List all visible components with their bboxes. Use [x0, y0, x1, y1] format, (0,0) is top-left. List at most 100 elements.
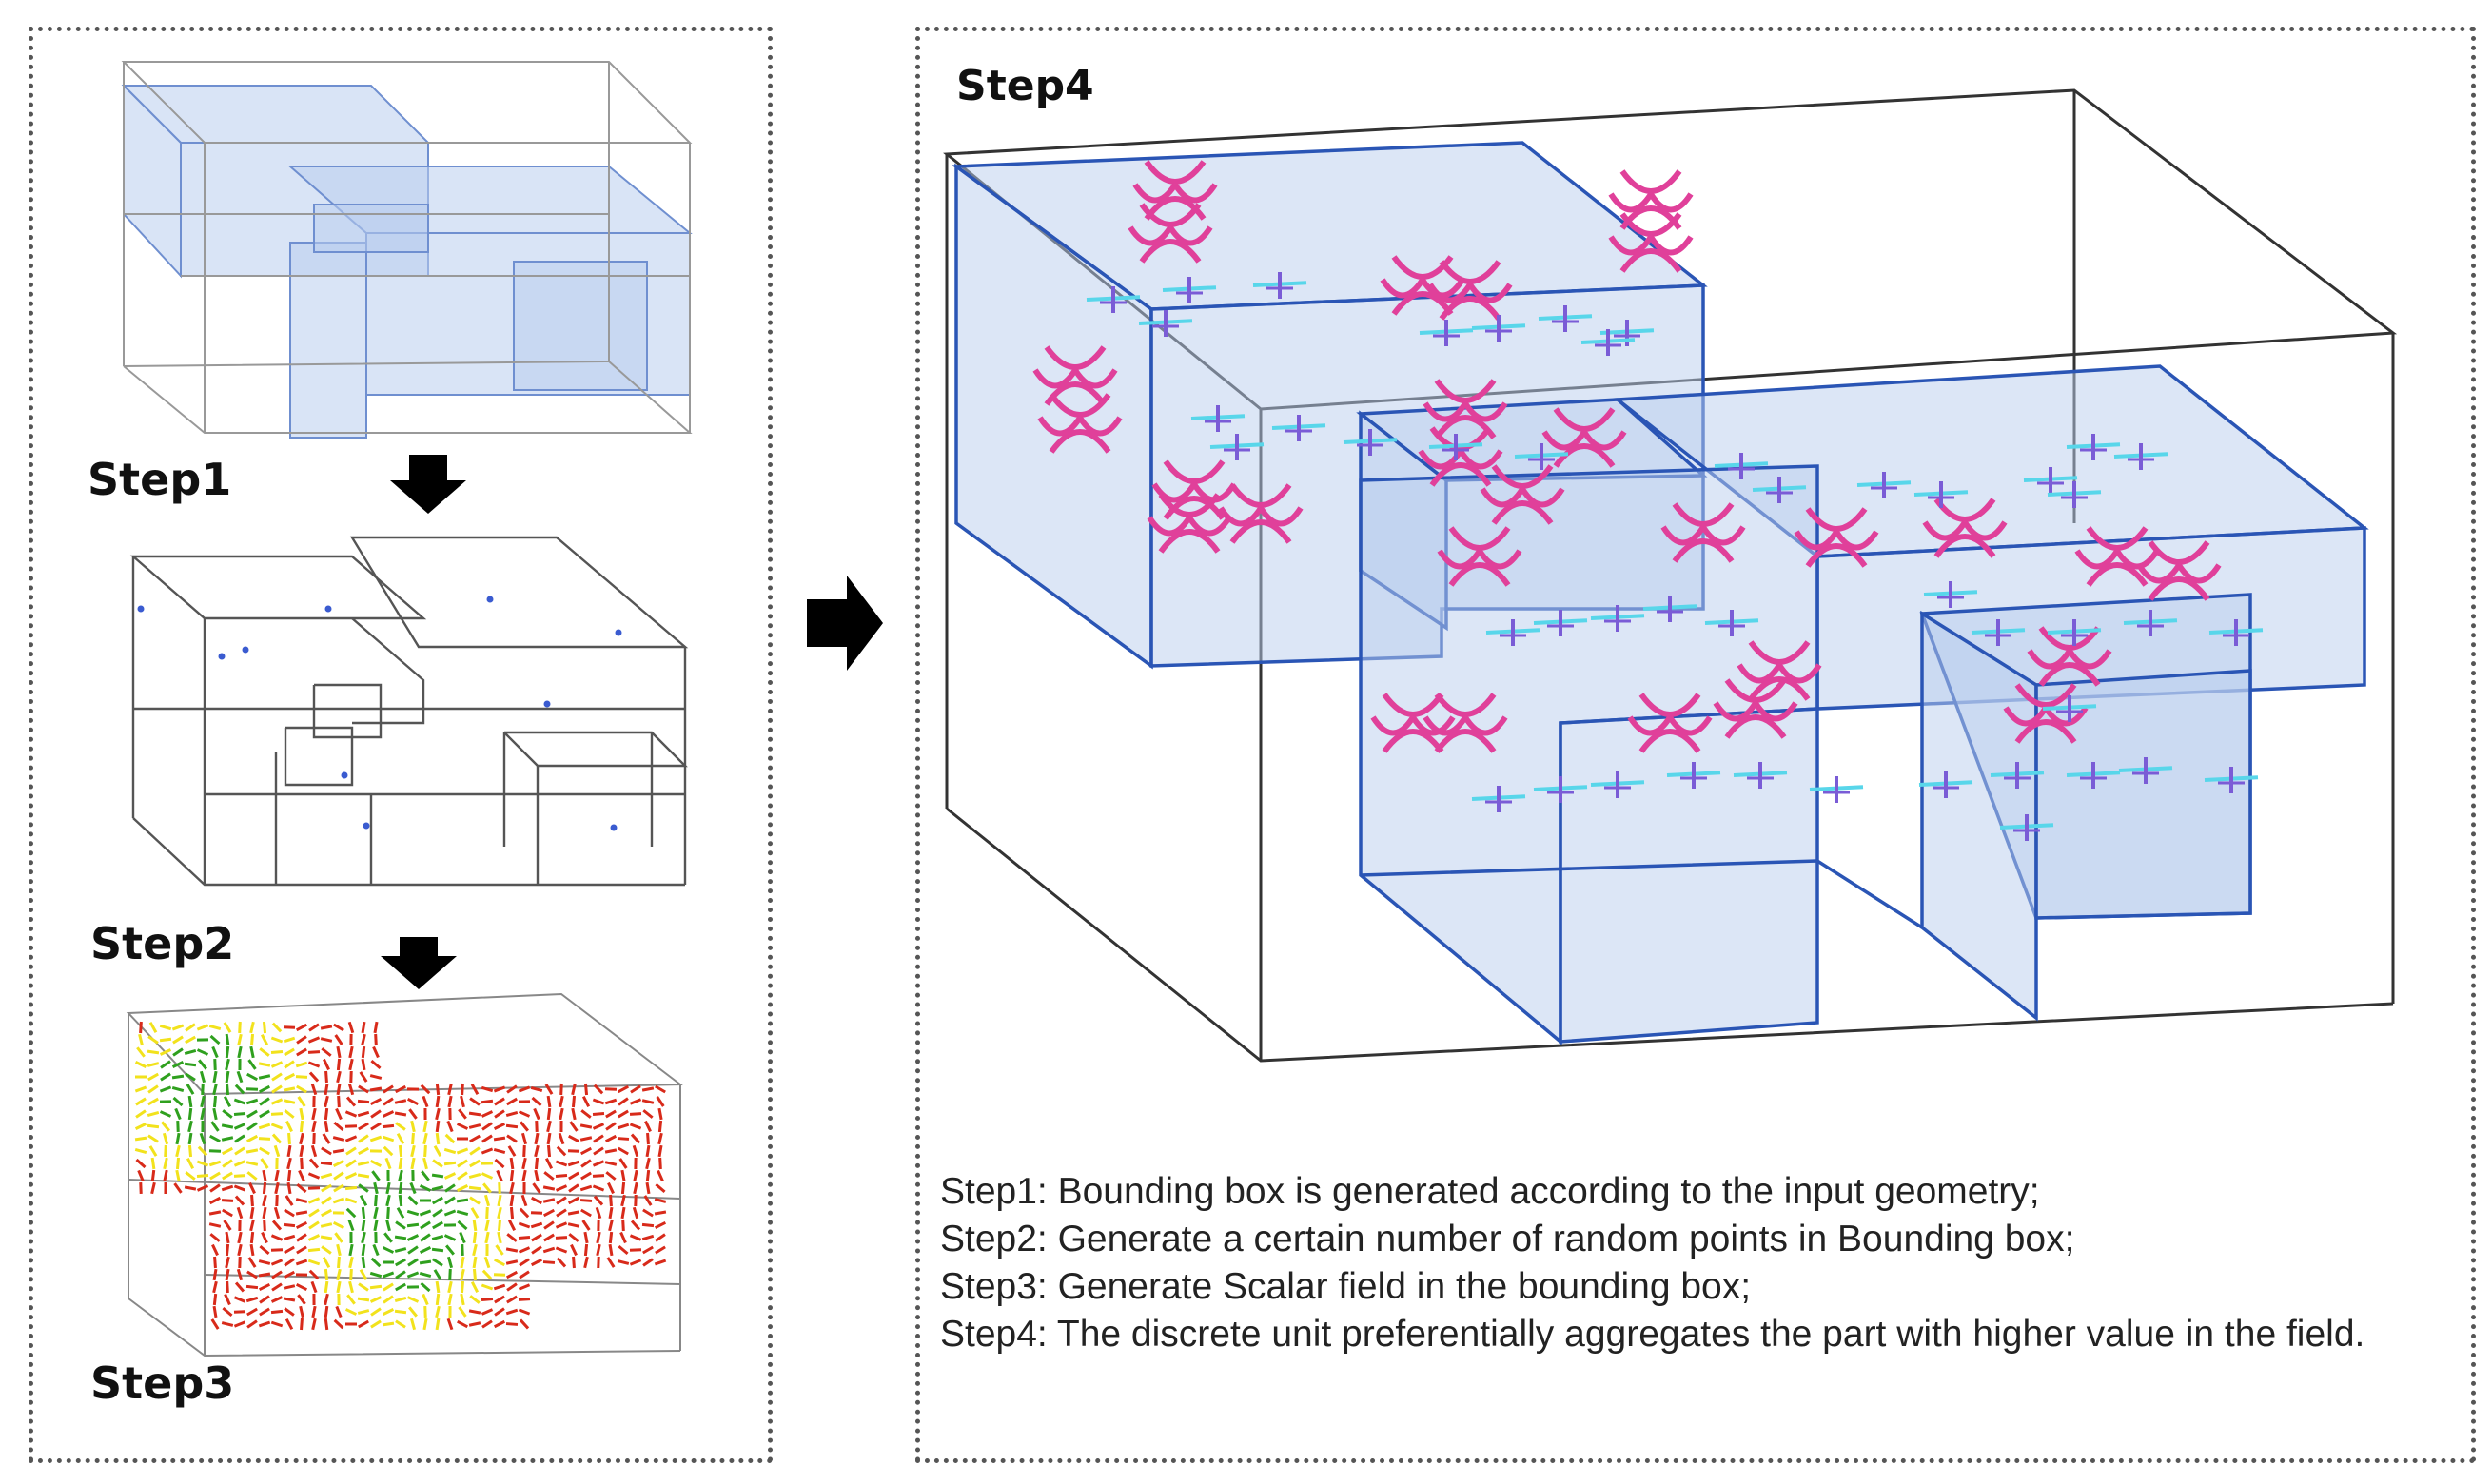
field-vector	[583, 1256, 589, 1269]
field-vector	[556, 1257, 567, 1268]
field-vector	[629, 1234, 642, 1241]
field-vector	[382, 1321, 395, 1327]
field-vector	[147, 1097, 159, 1106]
field-vector	[506, 1097, 518, 1106]
field-vector	[458, 1108, 467, 1120]
field-vector	[323, 1058, 330, 1071]
field-vector	[358, 1084, 369, 1094]
field-vector	[383, 1295, 394, 1304]
field-vector	[384, 1157, 392, 1170]
field-vector	[135, 1158, 147, 1169]
field-vector	[446, 1256, 454, 1269]
field-vector	[172, 1096, 184, 1107]
field-vector	[299, 1107, 304, 1121]
field-vector	[173, 1182, 183, 1194]
field-vector	[308, 1158, 320, 1169]
field-vector	[457, 1159, 468, 1168]
field-vector	[259, 1047, 270, 1057]
field-vector	[421, 1170, 430, 1181]
field-vector	[324, 1293, 329, 1306]
field-vector	[335, 1305, 343, 1318]
field-vector	[419, 1271, 432, 1279]
field-vector	[605, 1122, 617, 1131]
field-vector	[225, 1231, 230, 1244]
field-vector	[249, 1033, 255, 1046]
field-vector	[337, 1095, 341, 1108]
field-vector	[187, 1132, 193, 1145]
cross-unit	[1271, 415, 1326, 441]
field-vector	[509, 1194, 515, 1207]
field-vector	[655, 1233, 666, 1242]
field-vector	[435, 1305, 441, 1318]
magenta-unit	[1794, 507, 1879, 568]
field-vector	[481, 1110, 494, 1118]
field-vector	[283, 1297, 296, 1302]
field-vector	[505, 1123, 519, 1129]
field-vector	[579, 1184, 593, 1192]
field-vector	[311, 1305, 317, 1318]
field-vector	[296, 1233, 307, 1242]
field-vector	[481, 1283, 494, 1291]
field-vector	[431, 1247, 444, 1253]
field-vector	[295, 1282, 308, 1292]
field-vector	[286, 1169, 292, 1182]
field-vector	[260, 1158, 269, 1169]
field-vector	[469, 1097, 481, 1106]
field-vector	[308, 1023, 320, 1032]
field-vector	[345, 1096, 357, 1107]
field-vector	[307, 1197, 321, 1204]
field-vector	[497, 1194, 502, 1207]
field-vector	[506, 1084, 518, 1094]
field-vector	[505, 1322, 519, 1326]
field-vector	[221, 1146, 234, 1156]
field-vector	[359, 1071, 368, 1083]
field-vector	[443, 1234, 457, 1241]
field-vector	[297, 1096, 306, 1107]
field-vector	[497, 1206, 502, 1220]
field-vector	[593, 1084, 604, 1095]
field-vector	[494, 1307, 505, 1317]
field-vector	[135, 1097, 147, 1106]
field-vector	[270, 1296, 284, 1303]
field-vector	[345, 1146, 357, 1156]
field-vector	[283, 1099, 296, 1104]
field-vector	[270, 1061, 284, 1068]
field-vector	[284, 1047, 295, 1057]
field-vector	[134, 1061, 147, 1068]
field-vector	[163, 1157, 168, 1170]
field-vector	[223, 1220, 232, 1231]
field-vector	[422, 1132, 428, 1145]
field-vector	[259, 1307, 270, 1317]
field-vector	[571, 1083, 577, 1096]
field-vector	[324, 1095, 329, 1108]
field-vector	[629, 1123, 642, 1130]
field-vector	[435, 1318, 441, 1331]
field-vector	[212, 1280, 218, 1294]
field-vector	[472, 1243, 478, 1257]
field-vector	[494, 1258, 505, 1267]
field-vector	[546, 1132, 552, 1145]
field-vector	[310, 1083, 318, 1096]
field-vector	[374, 1194, 378, 1207]
field-vector	[357, 1110, 370, 1118]
field-vector	[249, 1045, 255, 1059]
field-vector	[555, 1236, 568, 1240]
field-vector	[258, 1320, 271, 1328]
field-vector	[238, 1021, 242, 1034]
field-vector	[136, 1046, 146, 1058]
field-vector	[559, 1095, 564, 1108]
field-vector	[543, 1233, 555, 1242]
field-vector	[271, 1282, 283, 1292]
field-vector	[300, 1318, 304, 1331]
cross-unit	[1162, 277, 1217, 303]
field-vector	[295, 1023, 308, 1032]
field-vector	[643, 1195, 653, 1206]
field-vector	[531, 1196, 542, 1205]
field-vector	[580, 1171, 592, 1181]
field-vector	[332, 1220, 345, 1230]
field-vector	[481, 1172, 494, 1180]
field-vector	[259, 1097, 270, 1106]
field-vector	[286, 1144, 292, 1158]
field-vector	[555, 1174, 568, 1178]
field-vector	[394, 1235, 407, 1240]
